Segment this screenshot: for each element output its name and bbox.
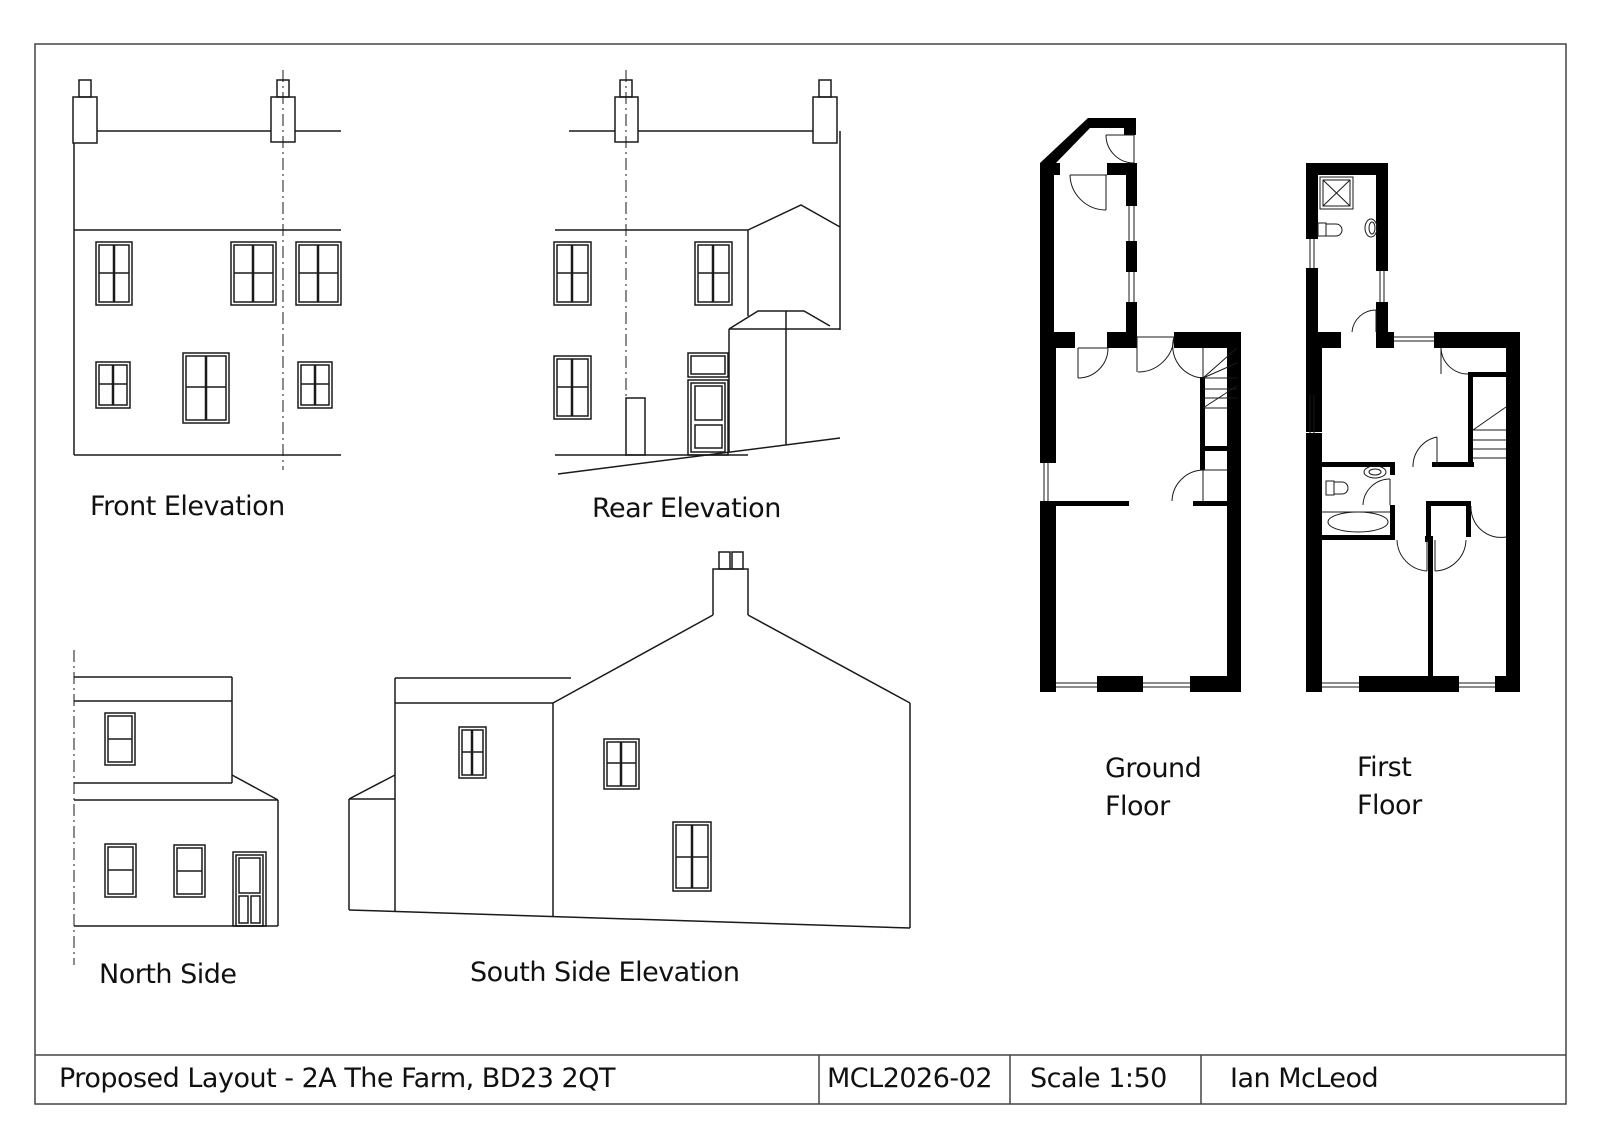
front-window: [295, 241, 342, 306]
south-window: [672, 821, 712, 892]
south-window: [458, 726, 487, 779]
north-window: [104, 843, 137, 898]
rear-elevation-label: Rear Elevation: [592, 493, 781, 524]
first-floor-plan: [1306, 163, 1520, 692]
ground-floor-plan: [1040, 118, 1241, 692]
first-floor-label-line1: First: [1357, 752, 1412, 783]
front-elevation-label: Front Elevation: [90, 491, 285, 522]
south-window: [603, 738, 640, 790]
rear-window: [553, 241, 592, 306]
rear-elevation-drawing: [553, 70, 841, 475]
south-side-elevation-drawing: [348, 551, 911, 929]
ground-floor-label-line2: Floor: [1105, 791, 1170, 822]
north-side-drawing: [73, 650, 279, 965]
sheet-border: [34, 43, 1567, 1105]
title-block-title: Proposed Layout - 2A The Farm, BD23 2QT: [59, 1062, 615, 1094]
ground-floor-walls: [1040, 118, 1241, 692]
first-floor-label-line2: Floor: [1357, 790, 1422, 821]
north-side-label: North Side: [99, 959, 237, 990]
first-floor-fixtures: [1309, 176, 1507, 688]
north-window: [173, 844, 206, 898]
title-block-frame: [35, 1054, 1566, 1104]
north-window: [104, 712, 136, 766]
first-floor-walls: [1306, 163, 1520, 692]
rear-door: [687, 352, 729, 456]
front-window: [95, 241, 133, 306]
front-window: [297, 361, 333, 409]
front-elevation-drawing: [72, 70, 342, 470]
south-side-elevation-label: South Side Elevation: [470, 957, 740, 988]
title-block-scale: Scale 1:50: [1030, 1062, 1167, 1094]
front-window: [95, 361, 131, 409]
north-door: [232, 851, 267, 927]
rear-window: [553, 355, 592, 420]
title-block-drawing-number: MCL2026-02: [827, 1062, 993, 1094]
rear-window: [694, 241, 733, 306]
front-window: [230, 241, 277, 306]
ground-floor-label-line1: Ground: [1105, 753, 1202, 784]
front-door-window: [182, 352, 230, 424]
ground-floor-doors-windows: [1043, 134, 1238, 688]
title-block-author: Ian McLeod: [1230, 1062, 1379, 1094]
